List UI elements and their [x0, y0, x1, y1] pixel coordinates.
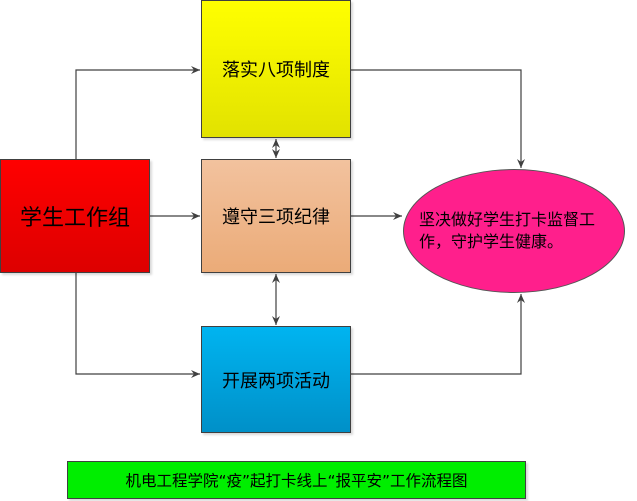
node-two-activities: 开展两项活动 [201, 326, 351, 433]
node-three-disciplines: 遵守三项纪律 [201, 159, 351, 273]
node-three-disciplines-label: 遵守三项纪律 [222, 207, 330, 228]
node-two-activities-label: 开展两项活动 [222, 370, 330, 392]
arrow-eight-to-goal [351, 69, 525, 168]
node-student-work-group: 学生工作组 [0, 159, 150, 273]
arrow-two-to-goal [351, 294, 525, 375]
node-eight-systems-label: 落实八项制度 [222, 60, 330, 81]
node-goal-label: 坚决做好学生打卡监督工作，守护学生健康。 [419, 210, 596, 251]
diagram-caption: 机电工程学院“疫”起打卡线上“报平安”工作流程图 [67, 461, 526, 499]
arrow-group-to-two [75, 273, 200, 378]
arrow-group-to-eight [75, 66, 200, 159]
node-student-work-group-label: 学生工作组 [19, 206, 130, 231]
diagram-caption-text: 机电工程学院“疫”起打卡线上“报平安”工作流程图 [125, 472, 468, 490]
node-eight-systems: 落实八项制度 [201, 0, 351, 138]
node-goal: 坚决做好学生打卡监督工作，守护学生健康。 [403, 169, 625, 293]
